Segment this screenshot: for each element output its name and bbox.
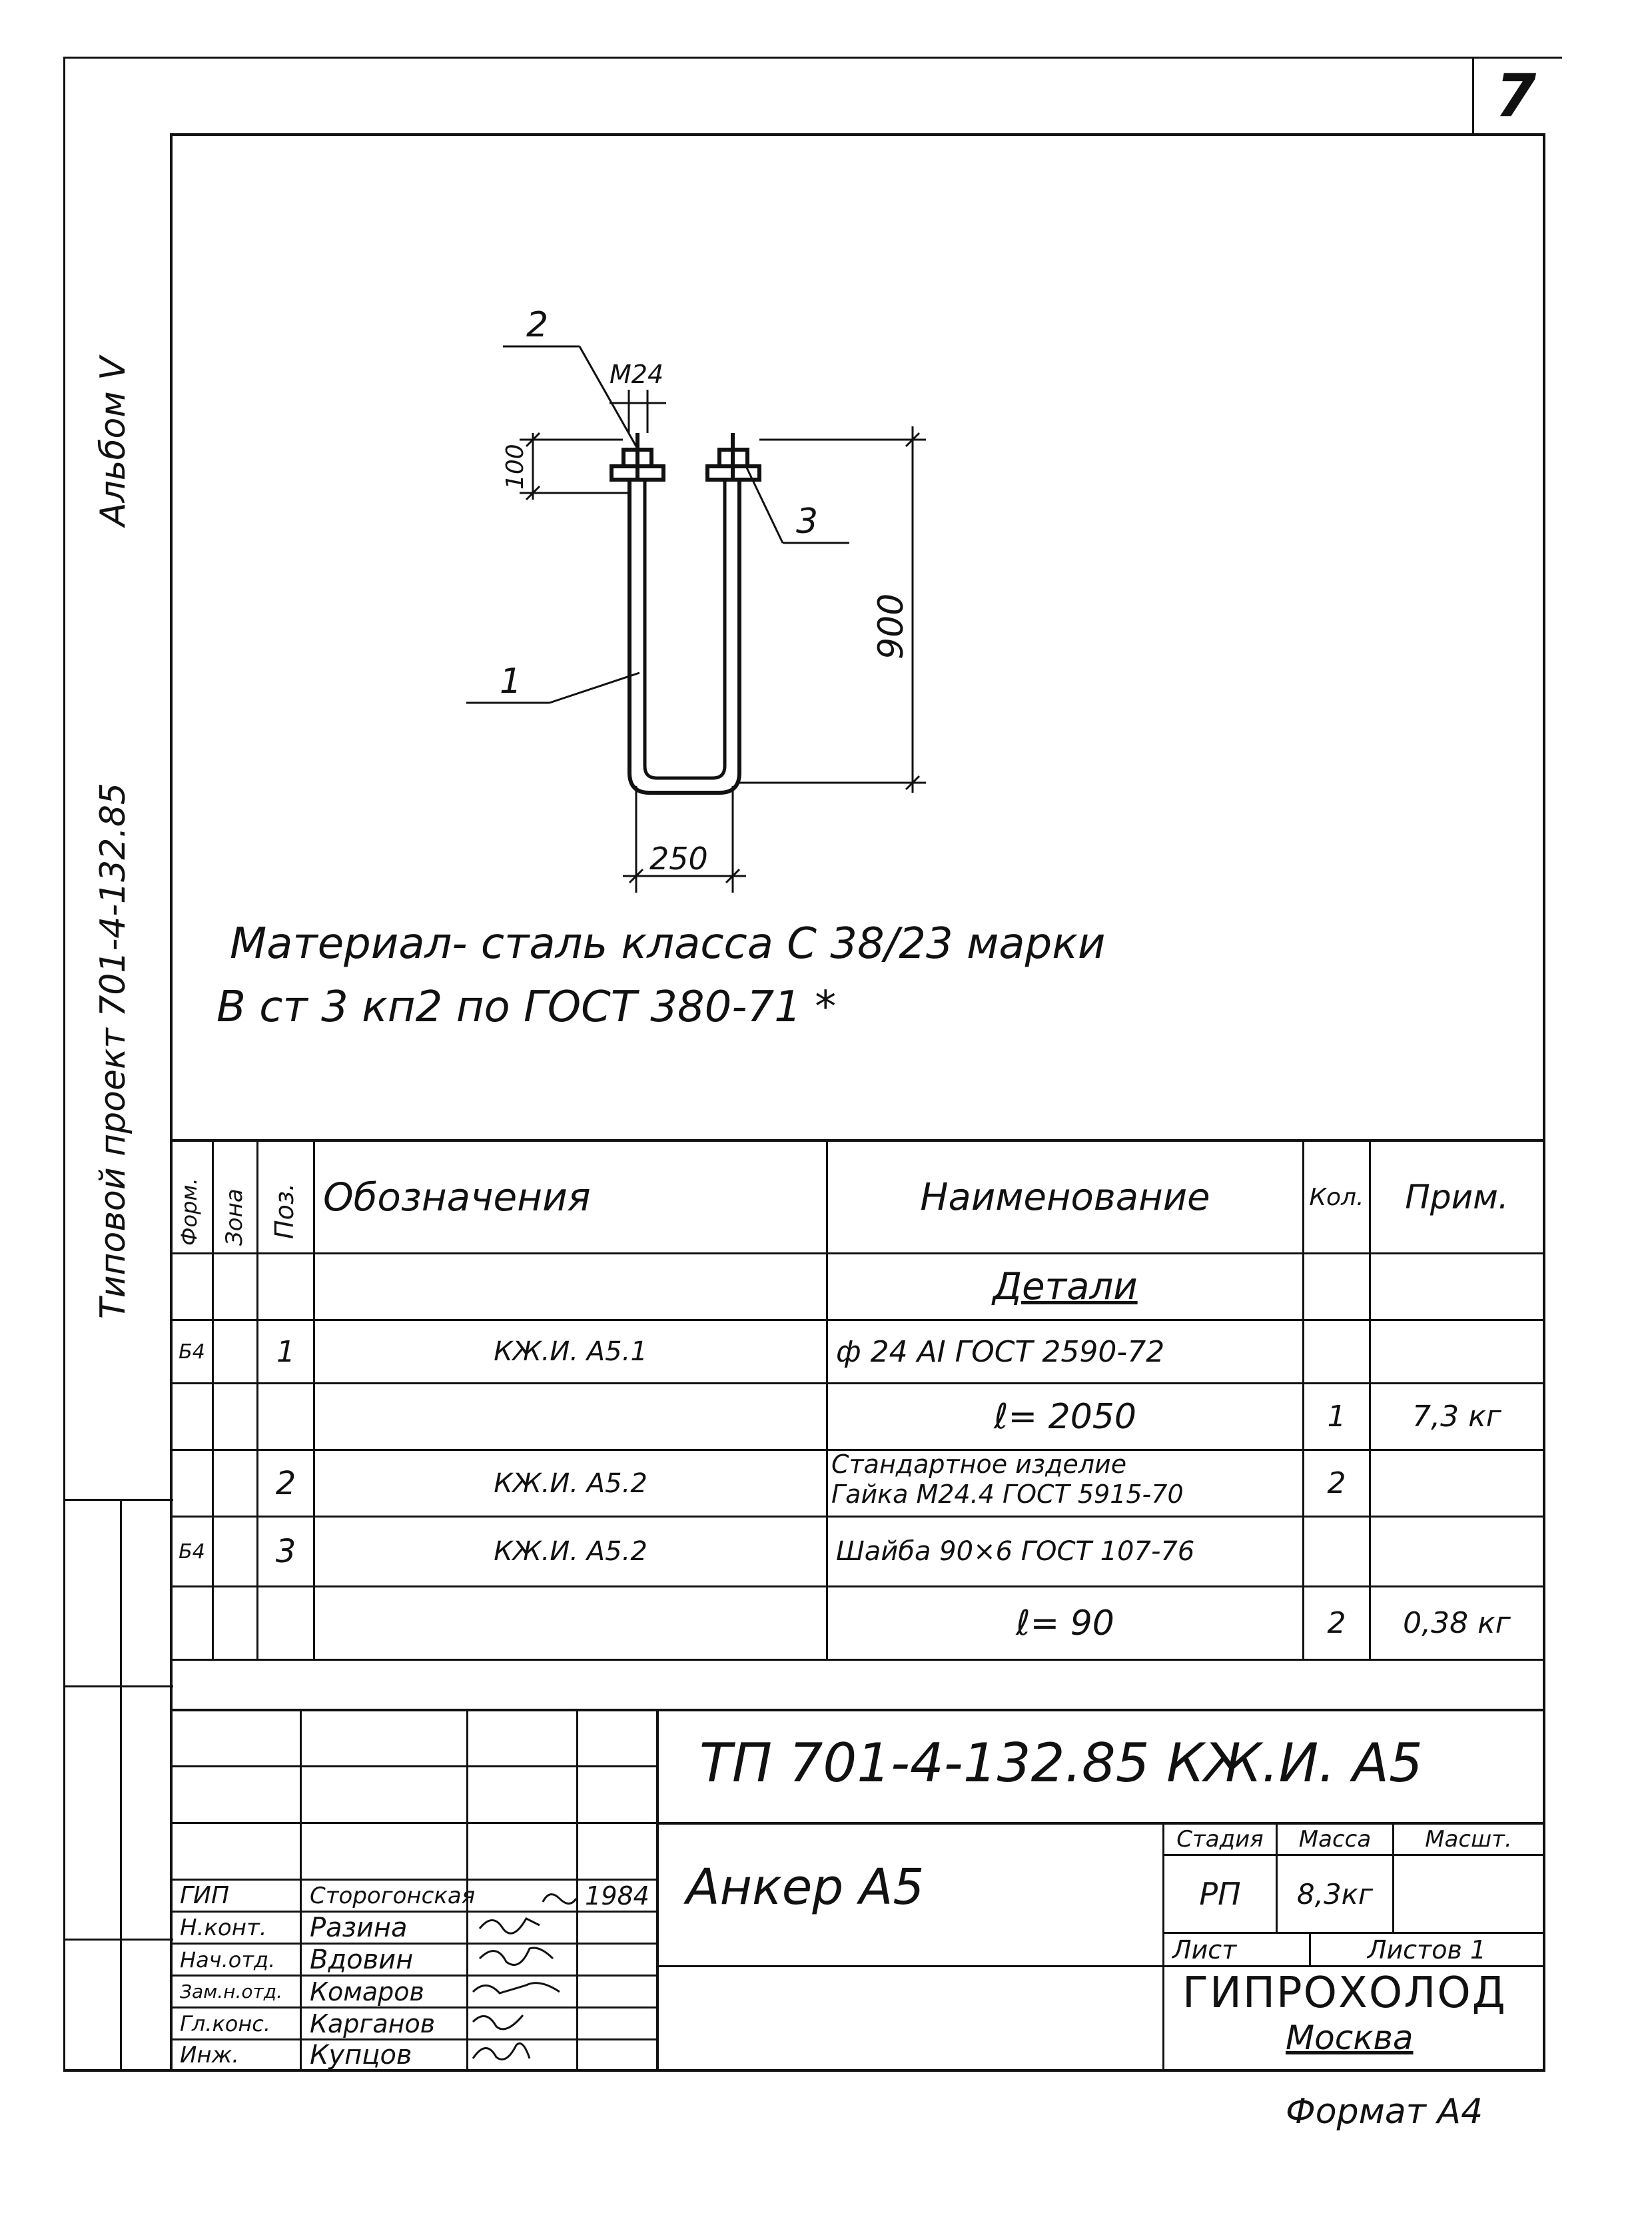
- format-label: Формат А4: [1286, 2092, 1483, 2132]
- staff-name-3: Вдовин: [310, 1945, 414, 1975]
- row3-name: Стандартное изделие Гайка М24.4 ГОСТ 591…: [831, 1451, 1301, 1516]
- staff-role-2: Н.конт.: [180, 1914, 267, 1941]
- row4-name: Шайба 90×6 ГОСТ 107-76: [836, 1536, 1195, 1567]
- year: 1984: [585, 1881, 649, 1911]
- staff-name-1: Сторогонская: [310, 1882, 476, 1909]
- signature-4: [472, 1982, 560, 1995]
- row3-designation: КЖ.И. А5.2: [494, 1468, 647, 1499]
- scale-label: Масшт.: [1425, 1826, 1512, 1853]
- city: Москва: [1286, 2018, 1414, 2057]
- row2-name: ℓ= 2050: [994, 1396, 1136, 1437]
- item-title: Анкер А5: [686, 1859, 925, 1916]
- row4-designation: КЖ.И. А5.2: [494, 1536, 647, 1567]
- staff-role-1: ГИП: [180, 1882, 230, 1909]
- row3-pos: 2: [275, 1464, 296, 1502]
- row2-note: 7,3 кг: [1412, 1400, 1501, 1434]
- row3-name-line2: Гайка М24.4 ГОСТ 5915-70: [831, 1480, 1184, 1509]
- row1-name: ф 24 АI ГОСТ 2590-72: [836, 1334, 1165, 1369]
- sheets-label: Листов 1: [1367, 1935, 1487, 1965]
- row1-format: Б4: [179, 1340, 205, 1364]
- section-title: Детали: [828, 1254, 1302, 1319]
- pos-3-label: 3: [796, 502, 818, 542]
- row5-qty: 2: [1327, 1606, 1346, 1640]
- row1-pos: 1: [276, 1334, 295, 1369]
- row3-qty: 2: [1327, 1466, 1346, 1500]
- header-designation: Обозначения: [323, 1174, 591, 1220]
- pos-1-label: 1: [500, 662, 522, 701]
- staff-name-2: Разина: [310, 1913, 408, 1943]
- thread-label: М24: [610, 360, 663, 389]
- row2-qty: 1: [1327, 1400, 1346, 1434]
- header-name: Наименование: [920, 1175, 1210, 1219]
- stage-label: Стадия: [1176, 1826, 1264, 1853]
- row5-note: 0,38 кг: [1403, 1606, 1511, 1640]
- dim-100-label: 100: [502, 444, 529, 490]
- signature-1: [542, 1893, 578, 1905]
- header-zone: Зона: [221, 1188, 248, 1246]
- staff-role-3: Нач.отд.: [180, 1947, 276, 1973]
- staff-role-4: Зам.н.отд.: [180, 1981, 283, 2002]
- material-note-line2: В ст 3 кп2 по ГОСТ 380-71 *: [216, 983, 837, 1032]
- u-bolt-outer: [627, 480, 741, 795]
- u-bolt-inner: [643, 480, 727, 780]
- staff-role-5: Гл.конс.: [180, 2010, 271, 2036]
- staff-name-6: Купцов: [310, 2040, 412, 2069]
- header-format: Форм.: [177, 1178, 202, 1246]
- section-title-text: Детали: [993, 1265, 1138, 1308]
- dim-250-label: 250: [649, 841, 708, 877]
- organization: ГИПРОХОЛОД: [1182, 1969, 1507, 2018]
- row5-name: ℓ= 90: [1016, 1603, 1114, 1643]
- signature-2: [478, 1917, 540, 1935]
- row4-pos: 3: [275, 1533, 296, 1570]
- staff-name-5: Карганов: [310, 2008, 436, 2038]
- stage-value: РП: [1199, 1876, 1241, 1912]
- dim-900-label: 900: [871, 594, 911, 660]
- mass-label: Масса: [1298, 1826, 1372, 1853]
- signature-5: [472, 2014, 524, 2030]
- drawing-code: ТП 701-4-132.85 КЖ.И. А5: [699, 1732, 1423, 1794]
- row3-name-line1: Стандартное изделие: [831, 1450, 1127, 1479]
- header-note: Прим.: [1405, 1178, 1509, 1216]
- header-qty: Кол.: [1309, 1183, 1364, 1211]
- row4-format: Б4: [179, 1540, 205, 1563]
- pos-2-label: 2: [526, 305, 548, 345]
- mass-value: 8,3кг: [1296, 1877, 1374, 1911]
- signature-3: [478, 1947, 554, 1966]
- sheet-number: 7: [1495, 61, 1537, 130]
- sheet-label: Лист: [1172, 1935, 1237, 1965]
- anchor-drawing: 2 М24 100 3 900 1 250: [466, 305, 926, 893]
- row1-designation: КЖ.И. А5.1: [494, 1336, 647, 1367]
- staff-name-4: Комаров: [310, 1977, 424, 2006]
- signatures: [472, 1893, 578, 2060]
- header-pos: Поз.: [270, 1182, 299, 1239]
- staff-role-6: Инж.: [180, 2041, 240, 2068]
- signature-6: [472, 2042, 531, 2060]
- material-note-line1: Материал- сталь класса С 38/23 марки: [230, 919, 1106, 969]
